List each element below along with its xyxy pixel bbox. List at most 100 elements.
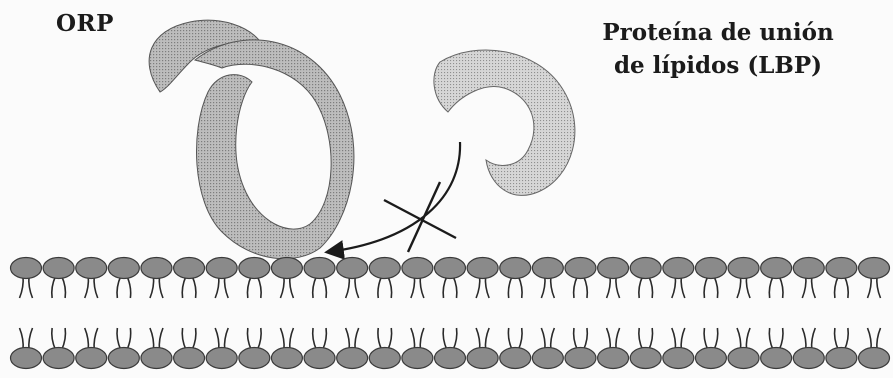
upper-lipid-tail: [127, 276, 131, 298]
lower-lipid-tail: [323, 328, 327, 350]
lower-lipid-head: [761, 348, 792, 369]
lower-lipid-tail: [159, 328, 163, 350]
lower-lipid-head: [141, 348, 172, 369]
lower-leaflet-tails: [20, 328, 881, 350]
upper-lipid-head: [43, 258, 74, 279]
lower-lipid-tail: [150, 328, 154, 350]
upper-lipid-tail: [378, 276, 382, 298]
lower-lipid-tail: [182, 328, 186, 350]
lower-leaflet-heads: [11, 348, 890, 369]
upper-lipid-tail: [323, 276, 327, 298]
lower-lipid-tail: [411, 328, 415, 350]
lower-lipid-tail: [117, 328, 121, 350]
upper-lipid-head: [271, 258, 302, 279]
upper-lipid-head: [826, 258, 857, 279]
upper-lipid-head: [402, 258, 433, 279]
upper-lipid-head: [565, 258, 596, 279]
lower-lipid-tail: [812, 328, 816, 350]
lower-lipid-tail: [313, 328, 317, 350]
upper-lipid-tail: [280, 276, 284, 298]
upper-lipid-tail: [649, 276, 653, 298]
upper-lipid-tail: [681, 276, 685, 298]
upper-lipid-tail: [574, 276, 578, 298]
upper-lipid-tail: [20, 276, 24, 298]
upper-lipid-tail: [616, 276, 620, 298]
upper-lipid-tail: [844, 276, 848, 298]
upper-lipid-tail: [52, 276, 56, 298]
lower-lipid-tail: [639, 328, 643, 350]
lower-lipid-head: [206, 348, 237, 369]
lower-lipid-tail: [746, 328, 750, 350]
upper-lipid-tail: [29, 276, 33, 298]
lower-lipid-tail: [583, 328, 587, 350]
upper-lipid-head: [728, 258, 759, 279]
lower-lipid-tail: [247, 328, 251, 350]
lower-lipid-head: [369, 348, 400, 369]
upper-lipid-tail: [150, 276, 154, 298]
lower-lipid-head: [402, 348, 433, 369]
upper-lipid-tail: [453, 276, 457, 298]
lbp-label-line2: de lípidos (LBP): [598, 49, 838, 82]
upper-lipid-tail: [290, 276, 294, 298]
lower-lipid-tail: [704, 328, 708, 350]
lower-lipid-tail: [29, 328, 33, 350]
lower-lipid-head: [630, 348, 661, 369]
lower-lipid-head: [859, 348, 890, 369]
lower-lipid-tail: [681, 328, 685, 350]
lower-lipid-head: [793, 348, 824, 369]
upper-leaflet-tails: [20, 276, 881, 298]
lower-lipid-tail: [769, 328, 773, 350]
lower-lipid-head: [695, 348, 726, 369]
lower-lipid-tail: [127, 328, 131, 350]
lower-lipid-tail: [257, 328, 261, 350]
upper-lipid-tail: [225, 276, 229, 298]
lower-lipid-tail: [551, 328, 555, 350]
lower-lipid-tail: [868, 328, 872, 350]
lower-lipid-tail: [85, 328, 89, 350]
lower-lipid-head: [435, 348, 466, 369]
lower-lipid-tail: [607, 328, 611, 350]
upper-lipid-tail: [746, 276, 750, 298]
upper-lipid-tail: [355, 276, 359, 298]
lower-lipid-tail: [453, 328, 457, 350]
upper-lipid-tail: [257, 276, 261, 298]
upper-lipid-head: [467, 258, 498, 279]
lbp-label-line1: Proteína de unión: [598, 16, 838, 49]
lower-lipid-head: [826, 348, 857, 369]
upper-lipid-head: [859, 258, 890, 279]
upper-lipid-tail: [868, 276, 872, 298]
lower-lipid-tail: [541, 328, 545, 350]
upper-lipid-head: [76, 258, 107, 279]
upper-lipid-tail: [551, 276, 555, 298]
lower-lipid-tail: [779, 328, 783, 350]
lower-lipid-tail: [62, 328, 66, 350]
lower-lipid-head: [598, 348, 629, 369]
upper-lipid-tail: [877, 276, 881, 298]
lbp-label: Proteína de unión de lípidos (LBP): [598, 16, 838, 82]
upper-lipid-tail: [518, 276, 522, 298]
lower-lipid-tail: [280, 328, 284, 350]
upper-lipid-head: [206, 258, 237, 279]
upper-lipid-tail: [812, 276, 816, 298]
upper-lipid-head: [337, 258, 368, 279]
lower-lipid-head: [43, 348, 74, 369]
upper-lipid-tail: [639, 276, 643, 298]
upper-lipid-tail: [541, 276, 545, 298]
lower-lipid-tail: [616, 328, 620, 350]
lower-lipid-head: [565, 348, 596, 369]
upper-lipid-tail: [835, 276, 839, 298]
lower-lipid-head: [337, 348, 368, 369]
lower-lipid-tail: [518, 328, 522, 350]
lower-lipid-tail: [215, 328, 219, 350]
lower-lipid-tail: [672, 328, 676, 350]
upper-lipid-head: [174, 258, 205, 279]
upper-lipid-head: [11, 258, 42, 279]
upper-lipid-tail: [769, 276, 773, 298]
lower-lipid-head: [532, 348, 563, 369]
upper-lipid-tail: [714, 276, 718, 298]
upper-lipid-head: [695, 258, 726, 279]
lower-lipid-head: [663, 348, 694, 369]
upper-lipid-tail: [443, 276, 447, 298]
upper-lipid-tail: [85, 276, 89, 298]
upper-lipid-head: [761, 258, 792, 279]
